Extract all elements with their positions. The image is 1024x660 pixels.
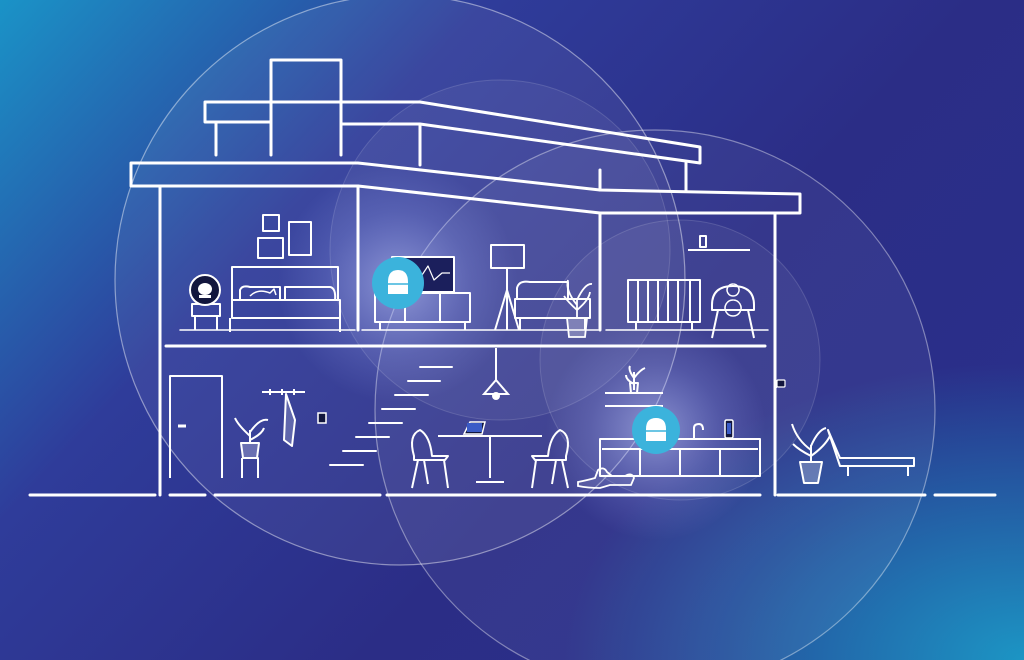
mesh-router-icon-downstairs [632, 406, 680, 454]
cat-on-bed [249, 288, 277, 297]
security-camera-icon [774, 379, 786, 388]
router-node-upstairs-shape [388, 270, 408, 294]
router-node-downstairs-shape [646, 418, 666, 441]
tablet-icon [462, 421, 486, 435]
mesh-router-icon [372, 257, 424, 309]
bed [229, 266, 341, 332]
camera-body [776, 379, 786, 388]
tv-graph-line [419, 265, 450, 281]
plant-leaves-downstairs [234, 417, 269, 443]
tablet-screen [467, 423, 482, 432]
dining-chair-left [411, 429, 449, 489]
plant-leaves [563, 279, 593, 318]
coat-rack [262, 389, 305, 395]
plant-upstairs [563, 279, 593, 338]
house-outline [28, 58, 997, 497]
picture-frame-3 [288, 221, 312, 256]
dining-chair-right [531, 429, 569, 489]
kitchen-counter [599, 438, 761, 477]
nursery [627, 235, 755, 339]
main-roof [129, 161, 802, 215]
hanging-towel [283, 393, 296, 447]
upper-roof [203, 100, 702, 167]
dining-area [411, 429, 569, 489]
teddy-bear [724, 283, 742, 317]
picture-frame-1 [262, 214, 280, 232]
floor-lamp [490, 244, 525, 331]
kitchen [599, 365, 761, 477]
patio-plant-pot [799, 461, 823, 484]
smart-speaker-icon [189, 274, 221, 306]
roof-post-right [598, 161, 688, 192]
entryway [169, 375, 305, 478]
patio-plant-leaves [791, 423, 831, 462]
smart-speaker-base [199, 295, 211, 298]
sofa [514, 280, 591, 330]
armchair [711, 285, 755, 339]
phone-screen [727, 423, 731, 434]
phone-icon [724, 419, 734, 439]
picture-frame-2 [257, 237, 284, 259]
bedroom [191, 214, 341, 332]
chimney [269, 58, 343, 157]
camera-mount [774, 380, 777, 388]
plant-pot [566, 317, 588, 338]
dining-table [438, 435, 542, 483]
front-door [169, 375, 223, 478]
lamp-bulb [492, 392, 500, 400]
smart-speaker-light [198, 283, 212, 295]
shelf-plant [625, 365, 646, 394]
kitchen-faucet [693, 423, 704, 439]
patio [791, 423, 915, 484]
plant-pot-downstairs [240, 442, 260, 459]
pendant-lamp [481, 348, 511, 400]
shelf-item [699, 235, 707, 248]
thermostat-icon [317, 412, 327, 424]
staircase [329, 366, 453, 466]
radiator [627, 279, 701, 330]
lounge-chair [827, 429, 915, 476]
